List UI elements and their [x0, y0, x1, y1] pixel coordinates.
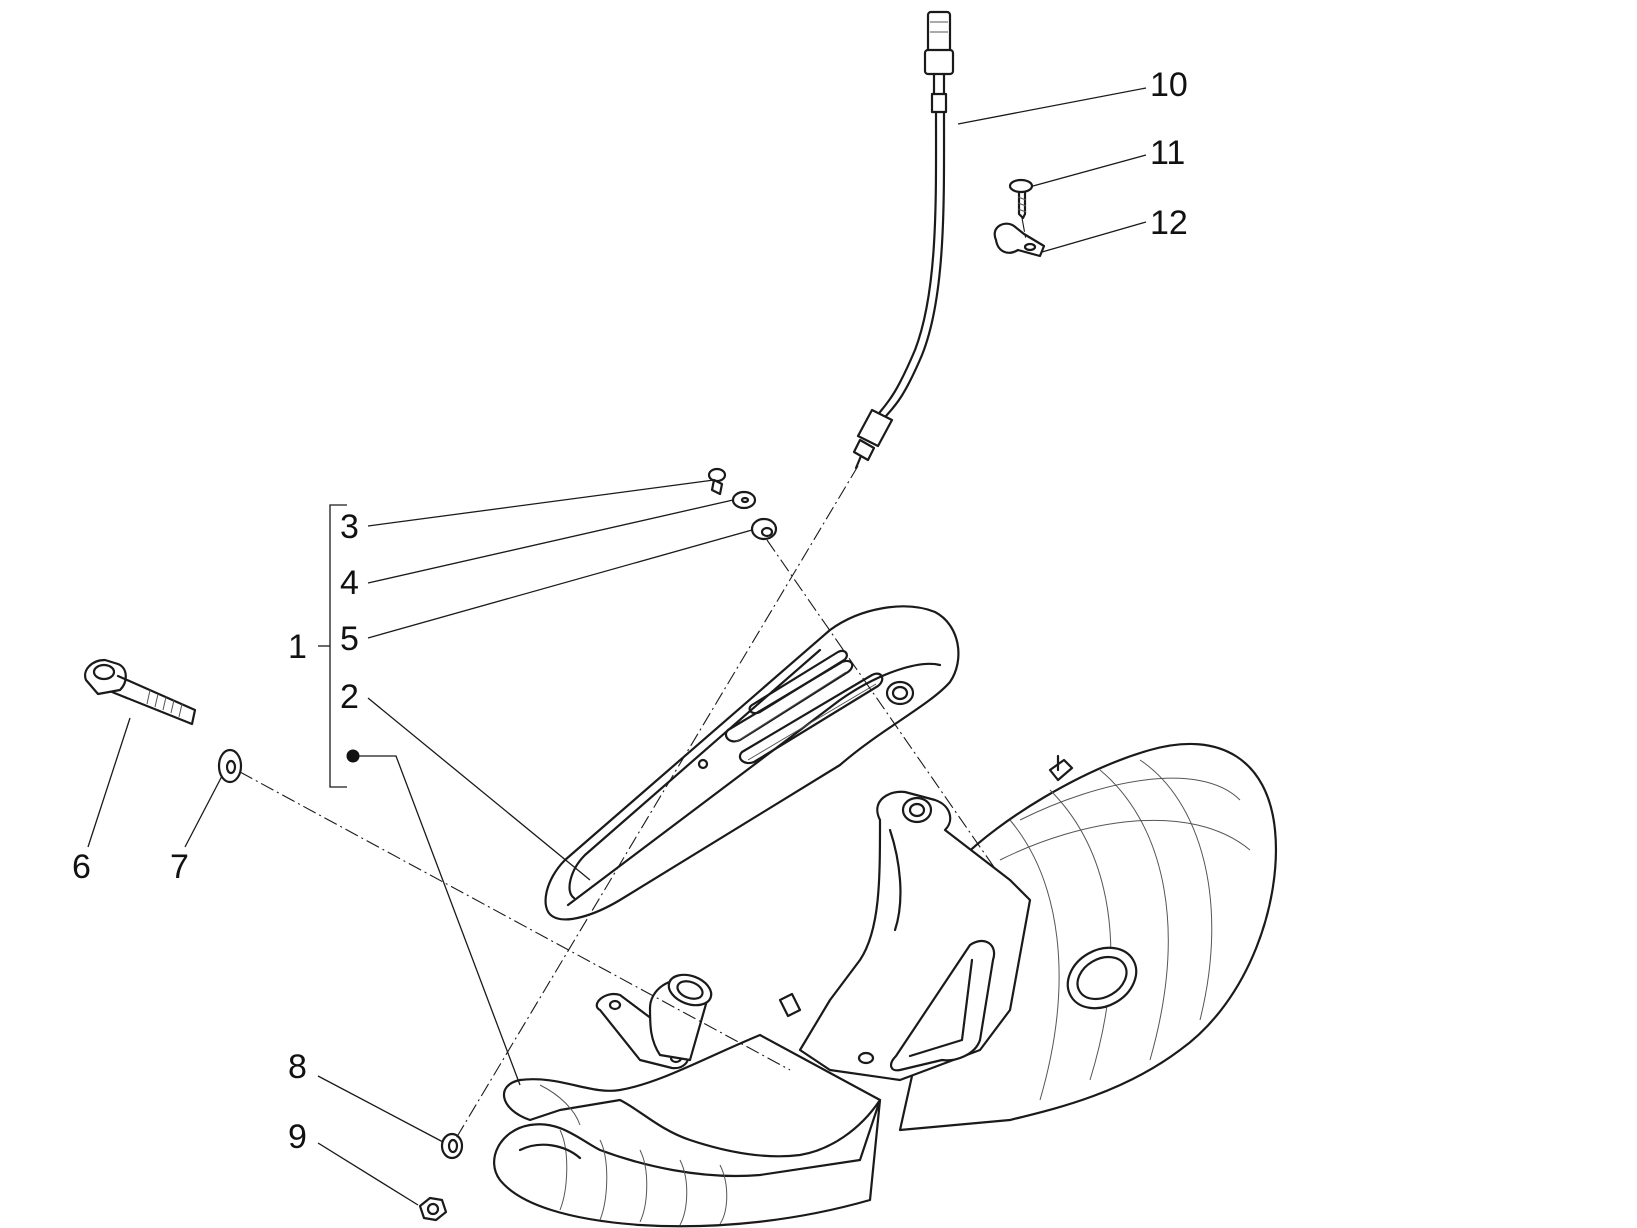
- part-4-washer: [731, 490, 757, 510]
- part-3-screw: [707, 467, 727, 496]
- callout-labels: 1 2 3 4 5 6 7 8 9 10 11 12: [72, 66, 1188, 1156]
- part-5-grommet: [750, 517, 778, 541]
- part-9-nut: [418, 1196, 448, 1222]
- callout-10: 10: [1150, 66, 1188, 104]
- callout-1: 1: [288, 628, 307, 666]
- callout-12: 12: [1150, 204, 1188, 242]
- part-10-lambda-sensor: [852, 10, 955, 470]
- callout-11: 11: [1150, 134, 1185, 172]
- part-2-heat-shield: [544, 605, 960, 921]
- callout-9: 9: [288, 1118, 307, 1156]
- part-12-clamp: [993, 217, 1046, 258]
- callout-5: 5: [340, 620, 359, 658]
- part-11-screw: [1008, 178, 1034, 220]
- callout-6: 6: [72, 848, 91, 886]
- muffler-assembly: [493, 742, 1277, 1228]
- part-6-bolt: [84, 658, 197, 726]
- assembly-axis-lines: [239, 465, 997, 1141]
- callout-3: 3: [340, 508, 359, 546]
- part-7-washer: [217, 748, 243, 784]
- part-8-spring-washer: [440, 1132, 464, 1160]
- callout-8: 8: [288, 1048, 307, 1086]
- callout-7: 7: [170, 848, 189, 886]
- callout-2: 2: [340, 678, 359, 716]
- leader-lines: [87, 87, 1147, 1206]
- callout-4: 4: [340, 564, 359, 602]
- bullet-dot-icon: [346, 749, 360, 763]
